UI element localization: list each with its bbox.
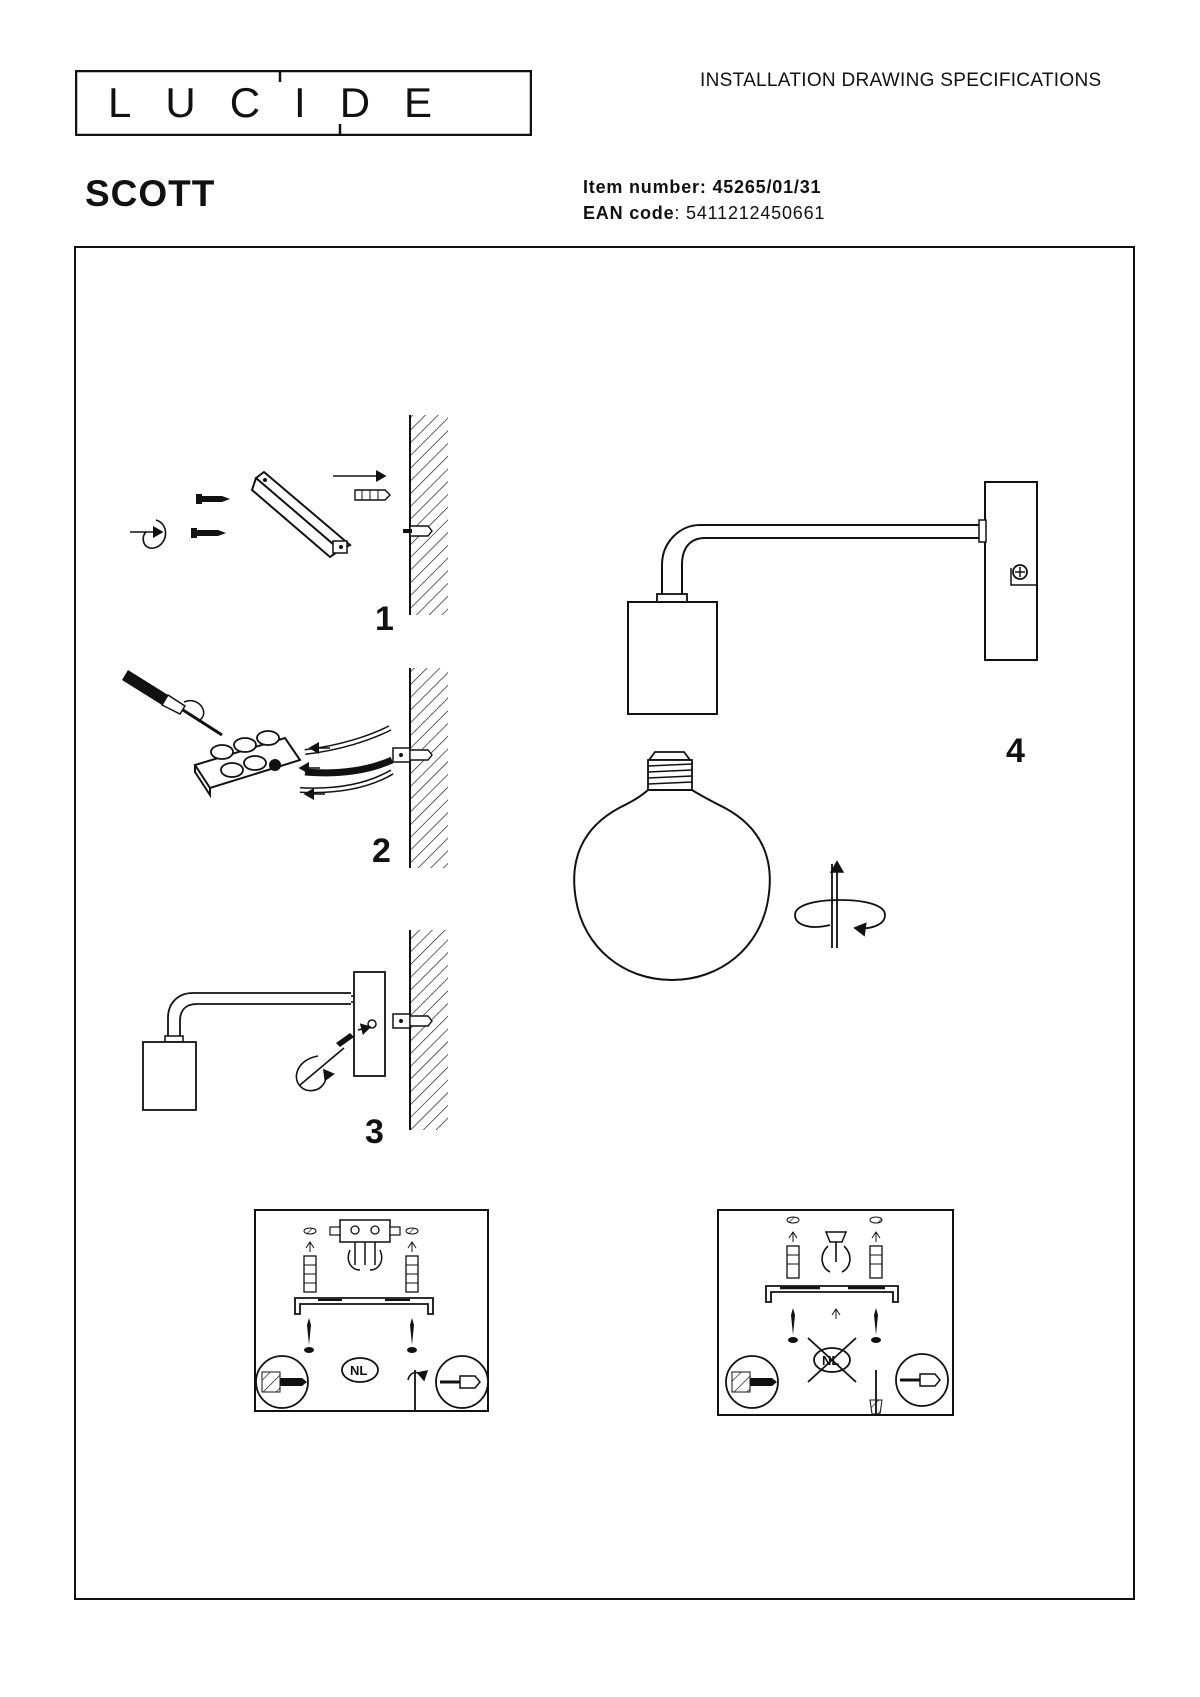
wall-bracket-3 bbox=[392, 1013, 433, 1029]
mounting-bracket bbox=[250, 470, 352, 559]
light-bulb-icon bbox=[573, 751, 771, 982]
magnifier-detail-left bbox=[255, 1355, 309, 1409]
terminal-block-small bbox=[329, 1219, 401, 1271]
wall-plug-icon bbox=[354, 489, 391, 501]
wall-plug-pair bbox=[303, 1227, 419, 1293]
wall-lamp-large bbox=[627, 481, 1038, 715]
magnifier-detail-right bbox=[869, 1353, 949, 1415]
ean-label: EAN code bbox=[583, 203, 675, 223]
clamp-icon bbox=[821, 1231, 851, 1273]
wall-hatch-2 bbox=[410, 668, 448, 868]
step-number-2: 2 bbox=[372, 832, 391, 870]
item-number-line: Item number: 45265/01/31 bbox=[583, 177, 822, 197]
step4-illustration: 4 bbox=[573, 481, 1038, 982]
ceiling-install-panel-right: NL bbox=[717, 1209, 954, 1416]
ean-line: EAN code: 5411212450661 bbox=[583, 203, 826, 223]
wall-hatch-3 bbox=[410, 930, 448, 1130]
wall-lamp-small bbox=[142, 971, 386, 1111]
step2-illustration: 2 bbox=[122, 668, 448, 870]
ceiling-install-panel-left: NL bbox=[254, 1209, 489, 1412]
wall-plug-in-wall bbox=[403, 525, 433, 537]
nl-label-right: NL bbox=[822, 1353, 839, 1368]
step-number-4: 4 bbox=[1006, 732, 1025, 770]
wall-plug-pair bbox=[786, 1216, 883, 1279]
terminal-block bbox=[193, 730, 302, 799]
item-number-label: Item number bbox=[583, 177, 700, 197]
ceiling-bracket bbox=[294, 1297, 434, 1315]
magnifier-detail-right bbox=[407, 1355, 489, 1412]
drawing-frame bbox=[74, 246, 1135, 1600]
nl-crossed-badge bbox=[807, 1337, 857, 1383]
screw-pair bbox=[304, 1318, 417, 1353]
rotate-icon-1 bbox=[130, 519, 167, 549]
wires-icon bbox=[298, 725, 394, 800]
ceiling-bracket bbox=[765, 1285, 899, 1319]
step3-illustration: 3 bbox=[142, 930, 448, 1151]
screw-icon bbox=[196, 494, 230, 504]
ean-value: 5411212450661 bbox=[686, 203, 826, 223]
product-name: SCOTT bbox=[85, 173, 216, 214]
product-meta: Item number: 45265/01/31 EAN code: 54112… bbox=[583, 174, 825, 226]
lucide-logo: LUCIDE bbox=[75, 70, 532, 136]
step1-illustration: 1 bbox=[130, 415, 448, 638]
screw-rotate-icon bbox=[295, 1023, 372, 1092]
screw-icon bbox=[191, 528, 226, 538]
screw-pair bbox=[788, 1308, 881, 1343]
step-number-3: 3 bbox=[365, 1113, 384, 1151]
nl-label-left: NL bbox=[350, 1363, 367, 1378]
document-title: INSTALLATION DRAWING SPECIFICATIONS bbox=[700, 70, 1102, 91]
magnifier-detail-left bbox=[725, 1355, 779, 1409]
nl-badge bbox=[341, 1357, 379, 1383]
rotate-up-icon bbox=[794, 860, 886, 948]
screwdriver-icon bbox=[122, 670, 223, 737]
item-number-value: 45265/01/31 bbox=[712, 177, 822, 197]
step-number-1: 1 bbox=[375, 600, 394, 638]
wall-hatch-1 bbox=[410, 415, 448, 615]
logo-wordmark: LUCIDE bbox=[108, 79, 466, 126]
wall-bracket-2 bbox=[392, 747, 433, 763]
